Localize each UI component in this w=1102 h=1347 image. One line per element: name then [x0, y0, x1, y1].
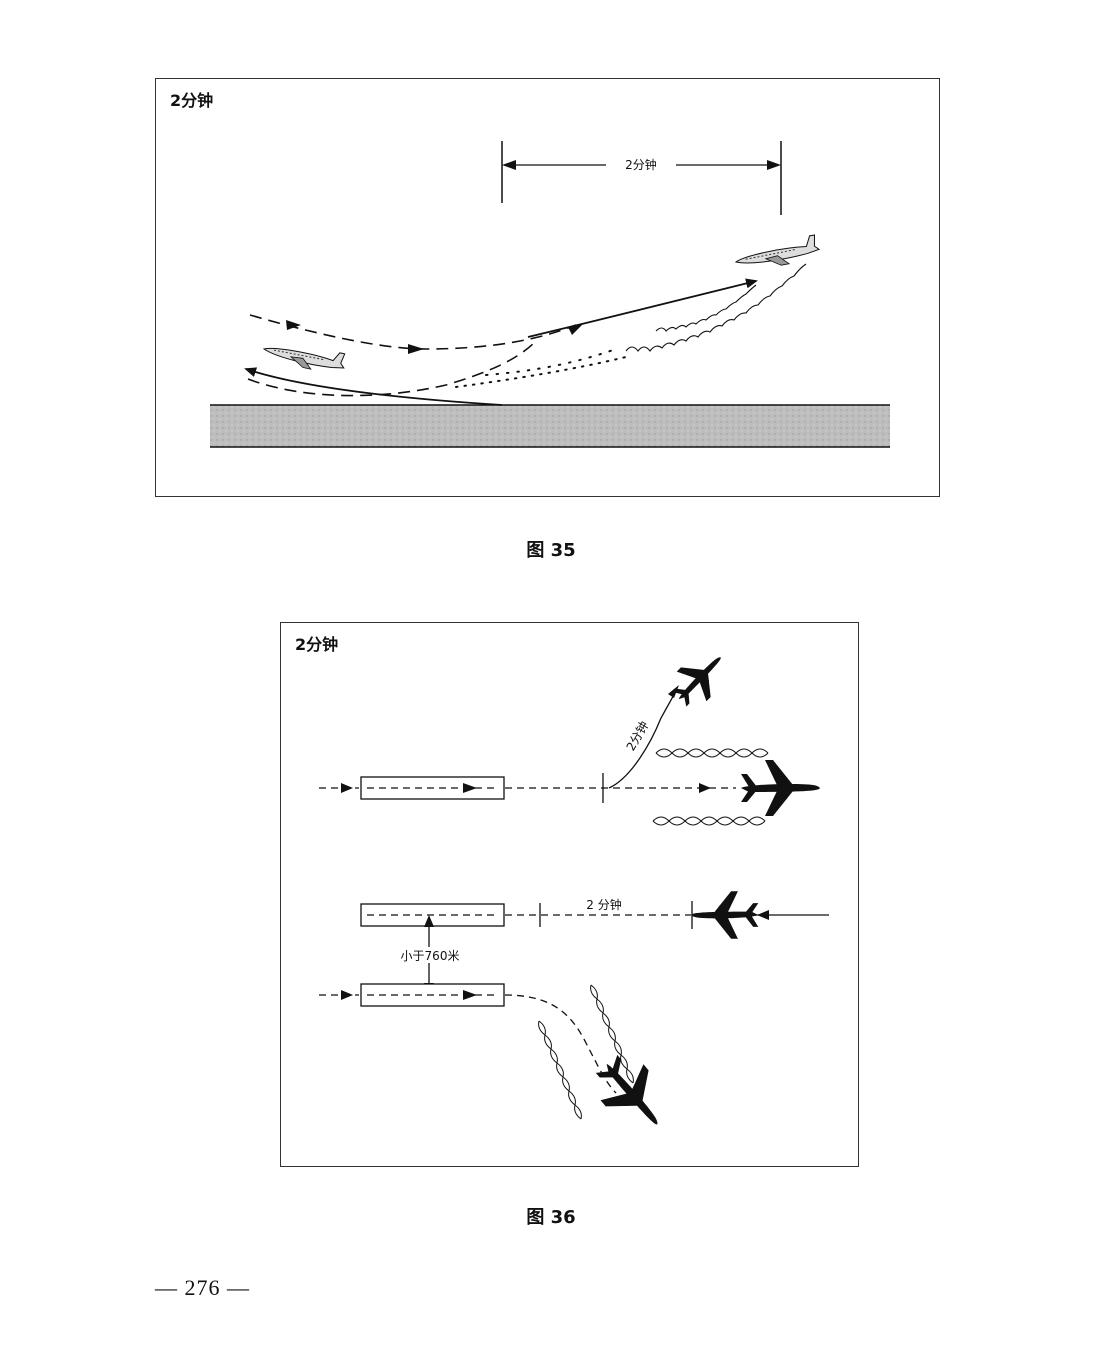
- page-number-dash-left: —: [155, 1275, 185, 1300]
- scenario-bottom: [319, 983, 679, 1143]
- airplane-turning-icon: [663, 642, 736, 715]
- runway: [210, 405, 890, 447]
- distance-indicator: 小于760米: [395, 915, 465, 995]
- dimension-2min: 2分钟: [501, 141, 782, 215]
- figure-36: 2分钟 2分钟: [280, 622, 859, 1167]
- approach-path: [249, 314, 577, 350]
- wake-vortex-bottom: [538, 984, 634, 1120]
- figure-35-corner-label: 2分钟: [170, 91, 214, 110]
- wake-vortex: [625, 263, 807, 352]
- distance-label: 小于760米: [401, 949, 460, 963]
- page-number: — 276 —: [155, 1275, 250, 1301]
- turn-label: 2分钟: [623, 718, 652, 753]
- scenario-top: 2分钟: [319, 642, 820, 826]
- airplane-turning-bottom-icon: [585, 1045, 679, 1143]
- takeoff-curve: [244, 367, 503, 406]
- figure-36-caption: 图 36: [526, 1207, 576, 1228]
- airplane-takeoff-icon: [734, 234, 821, 266]
- page-number-value: 276: [184, 1275, 221, 1300]
- airplane-departing-icon: [741, 760, 820, 816]
- vortex-dots: [455, 356, 627, 388]
- figure-36-diagram: 2分钟 2 分钟: [319, 642, 829, 1143]
- airplane-landing-icon: [691, 891, 759, 939]
- figure-35-diagram: 2分钟: [210, 141, 890, 448]
- figure-36-corner-label: 2分钟: [295, 635, 339, 654]
- missed-approach-path: [247, 340, 537, 397]
- departure-path: [527, 278, 758, 338]
- airplane-landing-icon: [262, 347, 346, 370]
- separation-label: 2 分钟: [586, 897, 621, 912]
- page-number-dash-right: —: [227, 1275, 250, 1300]
- dimension-label: 2分钟: [625, 157, 657, 172]
- scenario-middle: 2 分钟: [360, 891, 829, 939]
- figure-35-caption: 图 35: [526, 540, 576, 561]
- figure-35: 2分钟 2分钟: [155, 78, 940, 497]
- wake-vortex-top: [652, 748, 769, 826]
